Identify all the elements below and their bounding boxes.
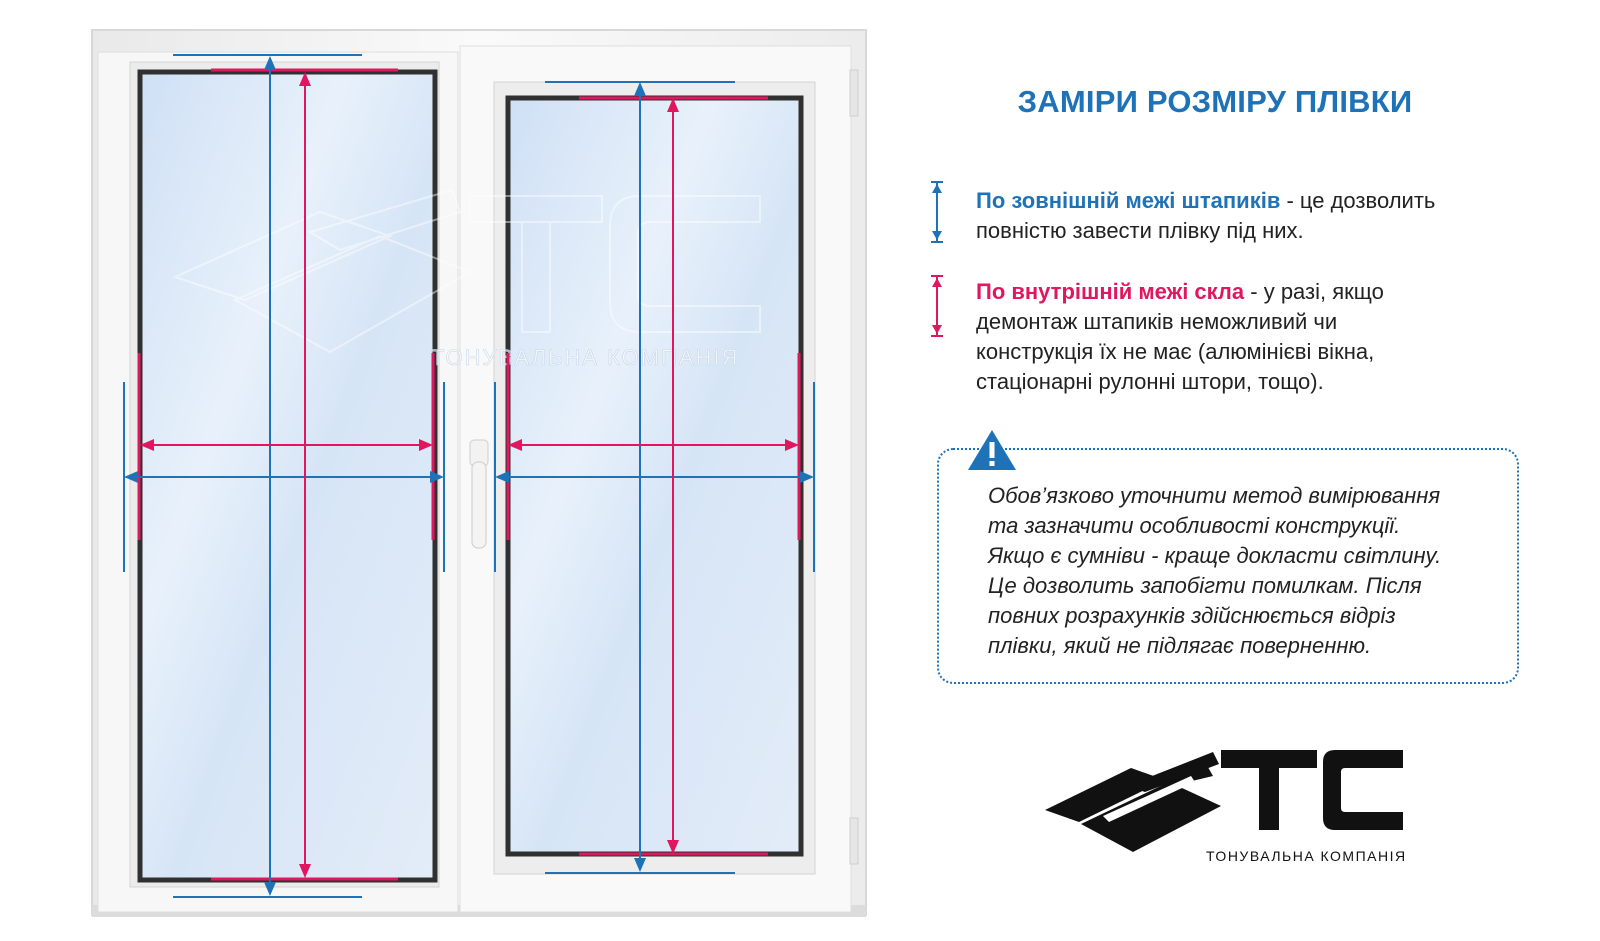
legend-inner-glass-highlight: По внутрішній межі скла [976, 279, 1245, 304]
note-line-6: плівки, який не підлягає поверненню. [988, 633, 1372, 658]
note-line-1: Обов’язково уточнити метод вимірювання [988, 483, 1441, 508]
legend-inner-glass: По внутрішній межі скла - у разі, якщо д… [976, 277, 1516, 397]
note-line-4: Це дозволить запобігти помилкам. Після [988, 573, 1422, 598]
blue-dimension-lines [124, 56, 814, 896]
magenta-double-arrow-icon [931, 275, 943, 337]
stc-logo [1045, 750, 1403, 852]
legend-inner-glass-line-4: стаціонарні рулонні штори, тощо). [976, 369, 1324, 394]
note-text: Обов’язково уточнити метод вимірювання т… [988, 481, 1508, 661]
window-illustration: ТОНУВАЛЬНА КОМПАНІЯ [91, 29, 867, 917]
legend-inner-glass-line-3: конструкція їх не має (алюмінієві вікна, [976, 339, 1375, 364]
note-line-2: та зазначити особливості конструкції. [988, 513, 1401, 538]
legend-outer-bead-highlight: По зовнішній межі штапиків [976, 188, 1281, 213]
logo-subtitle: ТОНУВАЛЬНА КОМПАНІЯ [1206, 848, 1407, 864]
note-box [937, 448, 1519, 684]
legend-inner-glass-line-1: - у разі, якщо [1244, 279, 1384, 304]
window-handle-icon [469, 439, 489, 549]
blue-double-arrow-icon [931, 181, 943, 243]
warning-triangle-icon [968, 430, 1016, 470]
legend-inner-glass-line-2: демонтаж штапиків неможливий чи [976, 309, 1338, 334]
note-line-3: Якщо є сумніви - краще докласти світлину… [988, 543, 1442, 568]
note-line-5: повних розрахунків здійснюється відріз [988, 603, 1396, 628]
watermark-logo [172, 188, 761, 354]
legend-outer-bead-line-2: повністю завести плівку під них. [976, 218, 1304, 243]
watermark-subtitle: ТОНУВАЛЬНА КОМПАНІЯ [431, 345, 739, 370]
legend-outer-bead-line-1: - це дозволить [1280, 188, 1436, 213]
magenta-edge-markers [137, 68, 801, 881]
page-title: ЗАМІРИ РОЗМІРУ ПЛІВКИ [1017, 84, 1413, 119]
legend-outer-bead: По зовнішній межі штапиків - це дозволит… [976, 186, 1516, 246]
magenta-dimension-lines [140, 72, 799, 878]
